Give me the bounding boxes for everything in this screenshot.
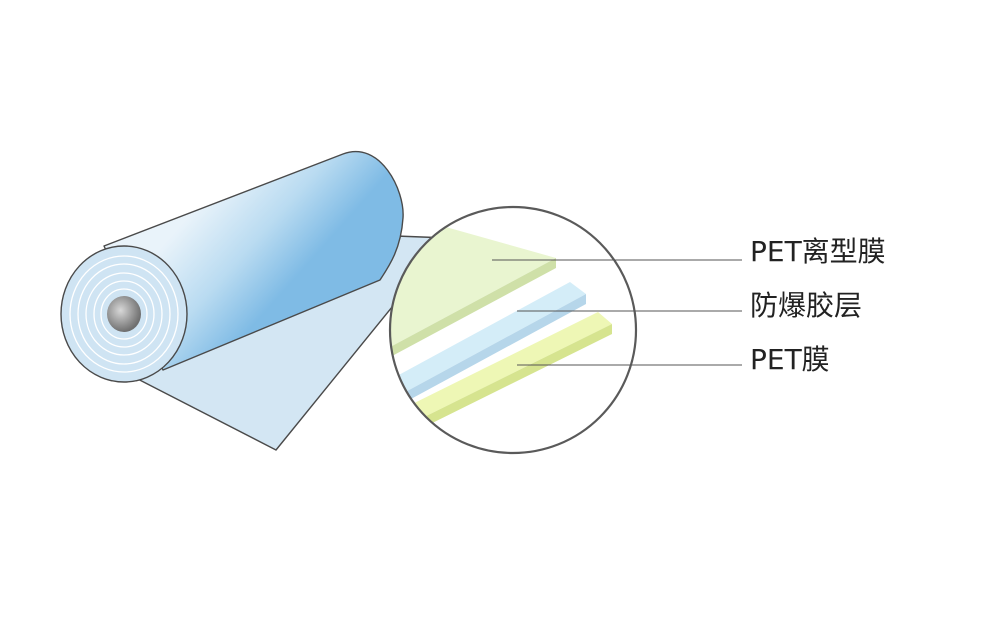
label-anti-explosion-adhesive: 防爆胶层 [750, 289, 863, 322]
label-pet-release-film: PET离型膜 [750, 235, 886, 268]
layer-glue [390, 282, 586, 408]
roll-core [107, 296, 141, 332]
roll-end-face [60, 245, 188, 383]
layer-pet [390, 312, 612, 432]
label-pet-film: PET膜 [750, 343, 830, 376]
